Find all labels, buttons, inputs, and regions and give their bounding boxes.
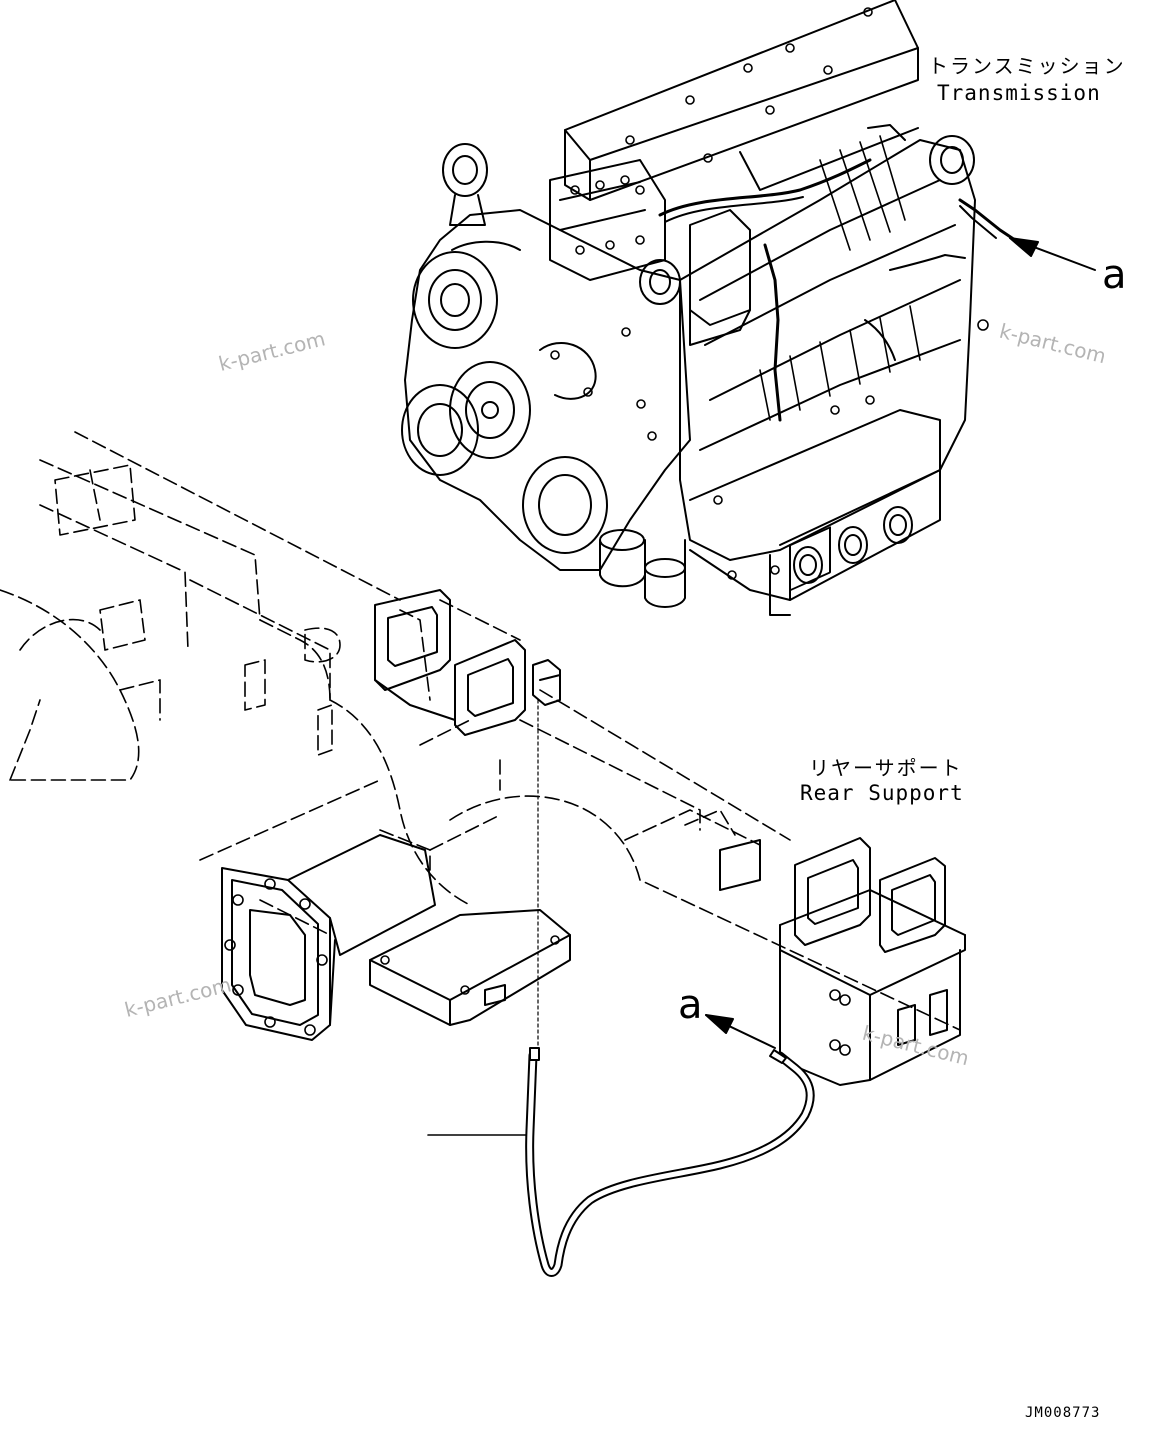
hose <box>525 1047 815 1277</box>
transmission-label-jp: トランスミッション <box>928 54 1126 78</box>
callout-label-top: a <box>1102 252 1127 298</box>
rear-support <box>0 431 966 1086</box>
callout-label-bottom: a <box>678 982 703 1028</box>
drawing-code: JM008773 <box>1025 1405 1101 1421</box>
transmission-label-en: Transmission <box>937 81 1101 105</box>
transmission-assembly <box>401 0 1017 616</box>
callout-arrow-bottom <box>705 1014 776 1049</box>
callout-arrow-top <box>1009 237 1096 271</box>
rear-support-label-jp: リヤーサポート <box>809 756 963 780</box>
rear-support-label-en: Rear Support <box>800 781 964 805</box>
